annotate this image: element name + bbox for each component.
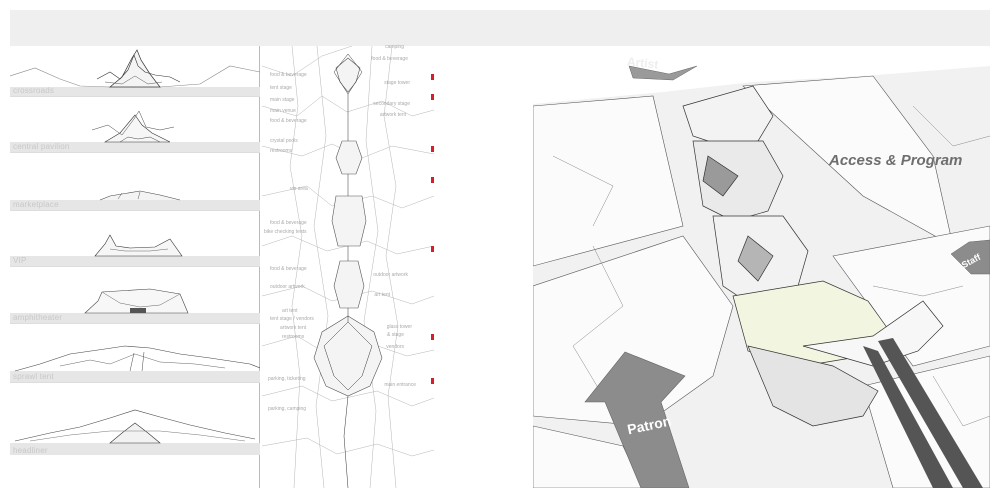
plan-label: food & beverage xyxy=(371,56,408,62)
section-row-headliner: headliner xyxy=(10,383,260,488)
drawing-panel-left: crossroads central pavilion marketplace xyxy=(10,44,434,488)
plan-label: main stage xyxy=(270,97,295,103)
section-row-central-pavilion: central pavilion xyxy=(10,97,260,153)
plan-label: parking, ticketing xyxy=(268,376,306,382)
plan-label: food & beverage xyxy=(270,72,307,78)
plan-label: artwork tent xyxy=(379,112,406,118)
zone-marker xyxy=(431,74,434,80)
section-row-marketplace: marketplace xyxy=(10,153,260,211)
plan-label: restrooms xyxy=(270,148,293,154)
zone-marker xyxy=(431,378,434,384)
plan-label: food & beverage xyxy=(270,266,307,272)
plan-label: tent stage / vendors xyxy=(270,316,314,322)
section-label: VIP xyxy=(13,256,27,265)
plan-label: outdoor artwork xyxy=(270,284,305,290)
plan-label: stage tower xyxy=(384,80,410,86)
section-row-vip: VIP xyxy=(10,211,260,267)
plan-label: food & beverage xyxy=(270,220,307,226)
plan-label: main entrance xyxy=(384,382,416,388)
section-row-amphitheater: amphitheater xyxy=(10,267,260,324)
plan-label: bike checking tents xyxy=(264,229,307,235)
section-label: amphitheater xyxy=(13,313,63,322)
section-drawing xyxy=(10,190,260,210)
plan-label: parking, camping xyxy=(268,406,307,412)
section-drawing xyxy=(10,345,260,382)
plan-label: art tent xyxy=(282,308,298,314)
site-plan-drawing xyxy=(262,46,434,488)
section-label: central pavilion xyxy=(13,142,70,151)
plan-label: outdoor artwork xyxy=(373,272,408,278)
section-label: sprawl tent xyxy=(13,372,54,381)
section-drawings: crossroads central pavilion marketplace xyxy=(10,46,260,488)
plan-label: vip area xyxy=(290,186,308,192)
plan-label: food & beverage xyxy=(270,118,307,124)
header-band xyxy=(10,10,990,46)
section-label: marketplace xyxy=(13,200,59,209)
access-program-panel: Access & Program Patron Artist Staff xyxy=(533,46,990,488)
plan-label: secondary stage xyxy=(373,101,410,107)
zone-marker xyxy=(431,177,434,183)
plan-label: crystal pools xyxy=(270,138,298,144)
zone-marker xyxy=(431,246,434,252)
plan-label: & stage xyxy=(387,332,404,338)
plan-label: vendors xyxy=(386,344,404,350)
section-label: headliner xyxy=(13,446,48,455)
section-drawing xyxy=(10,288,260,323)
section-row-sprawl-tent: sprawl tent xyxy=(10,324,260,383)
plan-label: art tent xyxy=(374,292,390,298)
zone-marker xyxy=(431,146,434,152)
plan-label: artwork tent xyxy=(280,325,307,331)
site-plan: food & beverage tent stage main stage ma… xyxy=(262,44,434,488)
plan-label: restrooms xyxy=(282,334,305,340)
zone-marker xyxy=(431,334,434,340)
section-drawing xyxy=(10,409,260,455)
plan-label: camping xyxy=(385,44,404,50)
section-drawing xyxy=(10,234,260,266)
section-drawing xyxy=(10,49,260,96)
zone-marker xyxy=(431,94,434,100)
plan-label: tent stage xyxy=(270,85,292,91)
plan-label: glass tower xyxy=(386,324,412,330)
plan-label: main venue xyxy=(270,108,296,114)
section-drawing xyxy=(10,110,260,152)
section-label: crossroads xyxy=(13,86,55,95)
section-row-crossroads: crossroads xyxy=(10,46,260,97)
perspective-drawing xyxy=(533,46,990,488)
diagram-heading: Access & Program xyxy=(829,152,963,169)
